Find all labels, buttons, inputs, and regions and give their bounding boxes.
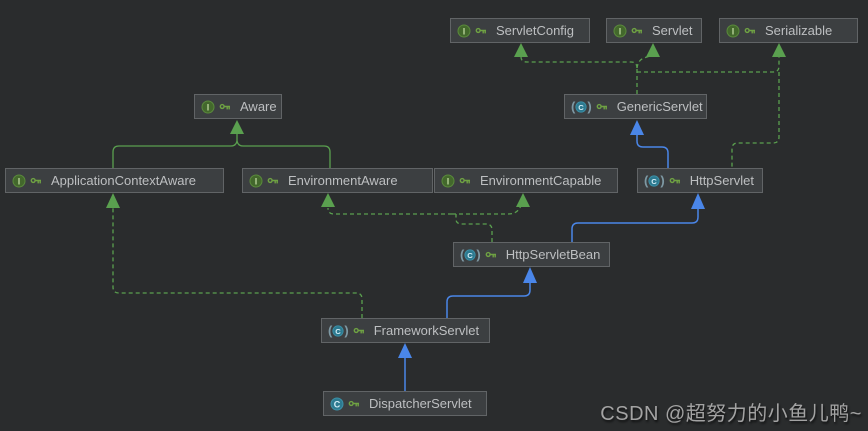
interface-icon: I (613, 24, 627, 38)
edge-environmentaware-extends-aware (236, 140, 331, 168)
svg-text:C: C (334, 399, 341, 409)
svg-text:C: C (468, 251, 474, 260)
svg-text:I: I (18, 176, 21, 186)
node-label: Servlet (652, 23, 693, 38)
svg-text:I: I (207, 102, 210, 112)
node-environmentcapable[interactable]: I EnvironmentCapable (434, 168, 618, 193)
svg-text:C: C (579, 103, 585, 112)
svg-text:I: I (619, 26, 622, 36)
node-label: ServletConfig (496, 23, 575, 38)
edge-frameworkservlet-implements-applicationcontextaware (112, 208, 363, 318)
interface-icon: I (249, 174, 263, 188)
arrowhead-servlet (646, 43, 660, 57)
node-httpservletbean[interactable]: (C) HttpServletBean (453, 242, 610, 267)
key-icon (267, 175, 279, 187)
node-servletconfig[interactable]: I ServletConfig (450, 18, 590, 43)
key-icon (219, 101, 231, 113)
edge-httpservlet-implements-serializable (731, 72, 780, 168)
interface-icon: I (12, 174, 26, 188)
edge-httpservletbean-implements-environmentaware (327, 207, 452, 215)
node-dispatcherservlet[interactable]: C DispatcherServlet (323, 391, 487, 416)
arrowhead-httpservletbean (523, 267, 537, 283)
key-icon (353, 325, 365, 337)
node-label: HttpServletBean (505, 247, 601, 262)
key-icon (669, 175, 681, 187)
svg-text:I: I (447, 176, 450, 186)
node-label: Aware (240, 99, 277, 114)
node-applicationcontextaware[interactable]: I ApplicationContextAware (5, 168, 224, 193)
interface-icon: I (726, 24, 740, 38)
key-icon (348, 398, 360, 410)
edge-httpservlet-extends-genericservlet (636, 135, 669, 168)
interface-icon: I (441, 174, 455, 188)
key-icon (596, 101, 608, 113)
svg-text:C: C (336, 327, 342, 336)
edge-httpservletbean-extends-httpservlet (571, 209, 699, 242)
arrowhead-servletconfig (514, 43, 528, 57)
node-label: EnvironmentAware (288, 173, 398, 188)
abstract-class-icon: (C) (460, 246, 481, 262)
arrowhead-aware (230, 120, 244, 134)
edge-applicationcontextaware-extends-aware (112, 140, 238, 168)
abstract-class-icon: (C) (571, 98, 592, 114)
key-icon (485, 249, 497, 261)
key-icon (631, 25, 643, 37)
arrowhead-applicationcontextaware (106, 193, 120, 208)
abstract-class-icon: (C) (328, 322, 349, 338)
edge-genericservlet-implements-servlet (636, 55, 651, 69)
abstract-class-icon: (C) (644, 172, 665, 188)
node-httpservlet[interactable]: (C) HttpServlet (637, 168, 763, 193)
arrowhead-httpservlet (691, 193, 705, 209)
node-label: GenericServlet (616, 99, 703, 114)
arrowhead-serializable (772, 43, 786, 57)
key-icon (475, 25, 487, 37)
node-environmentaware[interactable]: I EnvironmentAware (242, 168, 433, 193)
key-icon (459, 175, 471, 187)
node-serializable[interactable]: I Serializable (719, 18, 858, 43)
arrowhead-environmentcapable (516, 193, 530, 207)
edge-genericservlet-implements-serializable (637, 57, 780, 73)
interface-icon: I (457, 24, 471, 38)
node-label: ApplicationContextAware (51, 173, 197, 188)
edge-httpservletbean-trunk (455, 214, 493, 242)
key-icon (744, 25, 756, 37)
node-label: FrameworkServlet (373, 323, 480, 338)
svg-text:C: C (652, 177, 658, 186)
class-icon: C (330, 397, 344, 411)
svg-text:I: I (255, 176, 258, 186)
node-servlet[interactable]: I Servlet (606, 18, 702, 43)
node-label: Serializable (765, 23, 833, 38)
key-icon (30, 175, 42, 187)
edge-httpservletbean-implements-environmentcapable (452, 205, 522, 215)
node-frameworkservlet[interactable]: (C) FrameworkServlet (321, 318, 490, 343)
arrowhead-environmentaware (321, 193, 335, 207)
svg-text:I: I (732, 26, 735, 36)
node-aware[interactable]: I Aware (194, 94, 282, 119)
edge-frameworkservlet-extends-httpservletbean (446, 283, 531, 318)
csdn-watermark: CSDN @超努力的小鱼儿鸭~ (600, 403, 862, 425)
node-label: DispatcherServlet (369, 396, 472, 411)
arrowhead-genericservlet (630, 120, 644, 135)
node-label: EnvironmentCapable (480, 173, 602, 188)
interface-icon: I (201, 100, 215, 114)
node-label: HttpServlet (689, 173, 754, 188)
node-genericservlet[interactable]: (C) GenericServlet (564, 94, 707, 119)
svg-text:I: I (463, 26, 466, 36)
arrowhead-frameworkservlet (398, 343, 412, 358)
edge-genericservlet-implements-servletconfig (520, 56, 638, 69)
